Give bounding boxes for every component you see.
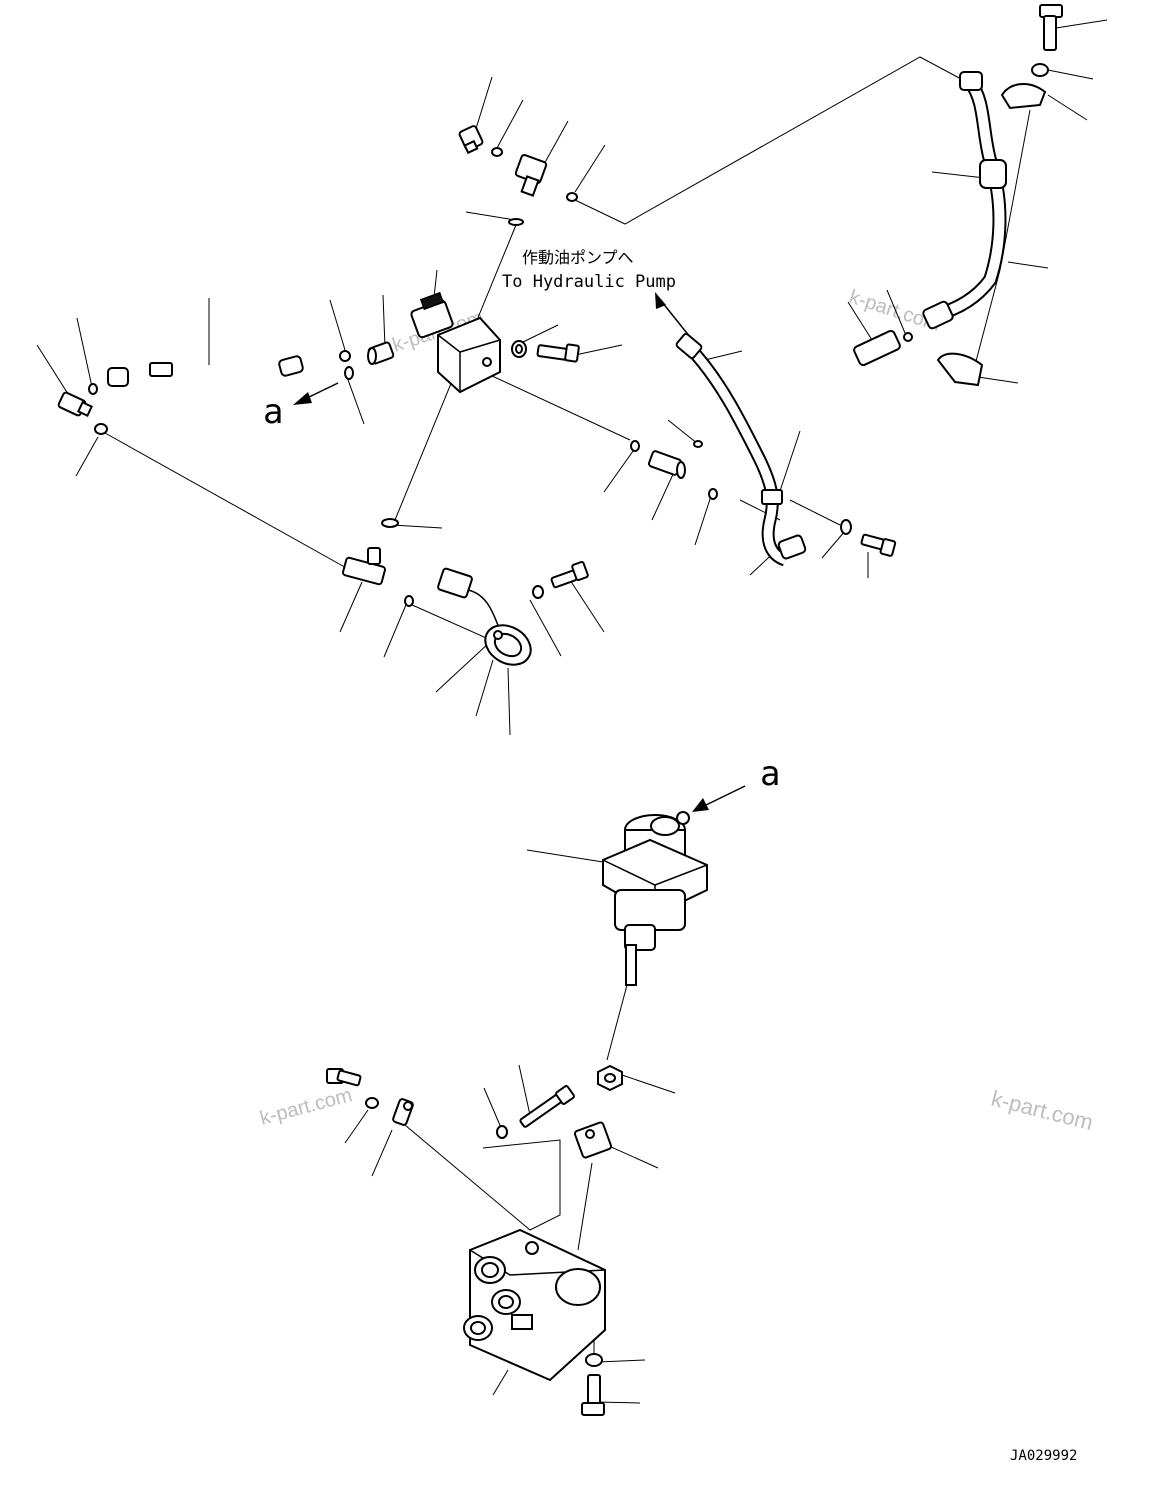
leader-lines [36, 19, 1108, 1404]
o-ring-small [566, 192, 578, 202]
o-ring-small [630, 440, 640, 452]
hose-left [107, 355, 304, 387]
clamp-bottom [936, 352, 984, 387]
pump-arrow [655, 292, 691, 338]
watermark: k-part.com [258, 1084, 355, 1130]
filter-fitting [853, 329, 901, 367]
o-ring-small [344, 366, 354, 380]
clip [392, 1098, 414, 1126]
valve-block [437, 316, 501, 394]
bolt [326, 1068, 362, 1087]
tee-fitting [342, 547, 386, 586]
clevis [573, 1121, 613, 1159]
plug-top [458, 125, 484, 155]
pressure-sensor [437, 567, 532, 666]
o-ring-small [88, 383, 98, 395]
pilot-valve [602, 811, 708, 986]
o-ring-small [404, 595, 414, 607]
adapter-fitting [367, 341, 395, 365]
straight-fitting [648, 450, 686, 479]
pump-label-en: To Hydraulic Pump [502, 272, 676, 292]
drawing-number: JA029992 [1010, 1448, 1077, 1464]
bolt [581, 1374, 605, 1416]
o-ring-small [491, 147, 503, 157]
o-ring-small [339, 350, 351, 362]
washer [1031, 63, 1049, 77]
washer [532, 585, 544, 599]
hose-right [922, 71, 1007, 330]
o-ring-small [508, 218, 524, 226]
elbow-left [57, 391, 93, 417]
valve-body [463, 1228, 606, 1382]
washer [511, 340, 527, 358]
bolt [536, 343, 580, 363]
washer [496, 1125, 508, 1139]
washer [585, 1353, 603, 1367]
o-ring-small [903, 332, 913, 342]
ref-arrow-a-top [293, 382, 339, 405]
o-ring-small [94, 423, 108, 435]
washer [365, 1097, 379, 1109]
washer [840, 519, 852, 535]
o-ring-small [381, 518, 399, 528]
solenoid-connector [410, 291, 454, 339]
bolt [860, 533, 897, 557]
ref-arrow-a-bottom [692, 785, 746, 812]
bolt [550, 560, 589, 589]
bolt-top-right [1039, 4, 1063, 51]
watermark: k-part.com [989, 1086, 1096, 1135]
hose-pump [675, 333, 807, 567]
ref-marker-a-bottom: a [760, 754, 780, 794]
elbow-fitting [514, 154, 548, 197]
ref-marker-a-top: a [263, 392, 283, 432]
nut [597, 1064, 623, 1092]
clamp-top [1000, 83, 1047, 110]
o-ring-small [708, 488, 718, 500]
pump-label-jp: 作動油ポンプへ [522, 248, 634, 267]
o-ring-small [693, 440, 703, 448]
bolt-long [519, 1085, 575, 1128]
